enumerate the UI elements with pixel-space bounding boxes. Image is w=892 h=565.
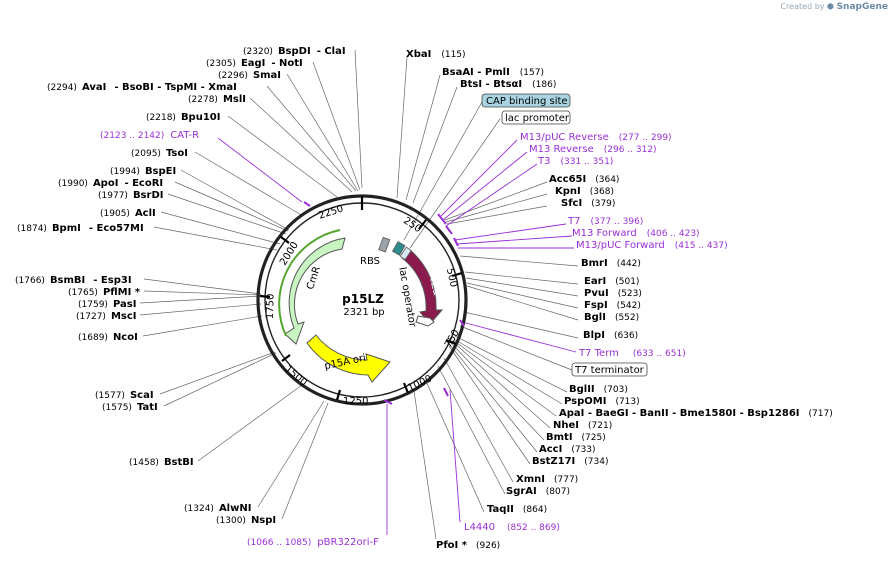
enzyme-label-bsaai[interactable]: BsaAI - PmlI(157) [442,67,544,78]
ruler-label-500: 500 [444,267,459,288]
t7-terminator-box[interactable] [571,362,648,377]
p15a-ori-arrow[interactable] [306,334,391,383]
enzyme-label-pflmi[interactable]: (1765)PflMI * [68,287,141,298]
enzyme-label-bpu10i[interactable]: (2218)Bpu10I [146,112,220,123]
enzyme-label-tsoi[interactable]: (2095)TsoI [131,148,188,159]
enzyme-label-taqii[interactable]: TaqII(864) [487,504,547,515]
enzyme-label-bspdi[interactable]: (2320)BspDI- ClaI [243,46,346,57]
lac-promoter-marker[interactable] [399,246,412,261]
credit-brand: SnapGene [836,2,888,12]
enzyme-label-smai[interactable]: (2296)SmaI [218,70,281,81]
feature-label-l4440[interactable]: L4440(852 .. 869) [464,522,560,533]
enzyme-label-acc65i[interactable]: Acc65I(364) [549,174,619,185]
left-enzyme-labels: (2320)BspDI- ClaI (2305)EagI- NotI (2296… [15,46,346,526]
enzyme-label-bgli[interactable]: BglI(552) [584,312,639,323]
plasmid-name: p15LZ [342,292,384,306]
feature-label-m13puc-forward[interactable]: M13/pUC Forward(415 .. 437) [576,240,728,251]
enzyme-label-bmri[interactable]: BmrI(442) [581,258,641,269]
enzyme-label-acli[interactable]: (1905)AclI [100,208,156,219]
enzyme-label-acci[interactable]: AccI(733) [539,444,596,455]
cap-site-marker[interactable] [391,241,406,256]
rbs-marker[interactable] [378,236,391,253]
primer-markers [303,201,465,405]
enzyme-label-eagi[interactable]: (2305)EagI- NotI [206,58,303,69]
lac-promoter-label: lac promoter [505,113,570,124]
enzyme-label-bglii[interactable]: BglII(703) [569,384,628,395]
enzyme-label-pfoi[interactable]: PfoI *(926) [436,540,500,551]
enzyme-label-nspi[interactable]: (1300)NspI [216,515,276,526]
feature-label-m13-reverse[interactable]: M13 Reverse(296 .. 312) [529,144,657,155]
boxed-feature-labels: CAP binding site lac promoter T7 termina… [481,93,648,377]
enzyme-label-ncoi[interactable]: (1689)NcoI [78,332,138,343]
enzyme-label-eari[interactable]: EarI(501) [584,276,639,287]
lac-promoter-box[interactable] [501,110,571,125]
plasmid-size: 2321 bp [343,307,384,318]
enzyme-label-scai[interactable]: (1577)ScaI [95,390,154,401]
feature-label-t7[interactable]: T7(377 .. 396) [567,216,643,227]
feature-label-t7-term[interactable]: T7 Term(633 .. 651) [578,348,686,359]
cmr-feature-arrow[interactable] [284,237,346,345]
enzyme-label-xmni[interactable]: XmnI(777) [516,474,578,485]
enzyme-label-apoi[interactable]: (1990)ApoI- EcoRI [58,178,163,189]
feature-label-m13-forward[interactable]: M13 Forward(406 .. 423) [572,228,700,239]
enzyme-label-pspomi[interactable]: PspOMI(713) [564,396,640,407]
feature-label-pbr322ori-f[interactable]: (1066 .. 1085)pBR322ori-F [247,537,379,548]
lac-operator-marker[interactable] [415,315,435,327]
enzyme-label-blpi[interactable]: BlpI(636) [583,330,638,341]
feature-label-cat-r[interactable]: (2123 .. 2142)CAT-R [100,130,199,141]
ruler-label-1750: 1750 [265,293,277,319]
snapgene-logo-icon: ⬢ [827,2,835,11]
enzyme-label-kpni[interactable]: KpnI(368) [555,186,614,197]
cmr-label: CmR [305,265,323,291]
ruler-label-1000: 1000 [406,373,434,394]
ruler-ticks [259,196,463,401]
ruler-label-250: 250 [401,215,423,235]
enzyme-label-nhei[interactable]: NheI(721) [553,420,612,431]
enzyme-label-btsi[interactable]: BtsI - BtsαI(186) [460,79,556,90]
ruler-label-2250: 2250 [317,203,345,221]
enzyme-label-xbai[interactable]: XbaI(115) [406,49,466,60]
enzyme-label-tati[interactable]: (1575)TatI [102,402,158,413]
left-connector-lines [139,49,363,520]
feature-connector-lines [217,137,577,535]
enzyme-label-bmti[interactable]: BmtI(725) [546,432,606,443]
enzyme-label-msci[interactable]: (1727)MscI [76,311,137,322]
enzyme-label-sgrai[interactable]: SgrAI(807) [506,486,570,497]
enzyme-label-avai[interactable]: (2294)AvaI- BsoBI - TspMI - XmaI [47,82,237,93]
cap-site-label: CAP binding site [486,96,568,107]
right-enzyme-labels: XbaI(115) BsaAI - PmlI(157) BtsI - BtsαI… [406,49,833,551]
ruler-label-1500: 1500 [282,364,309,389]
enzyme-label-bpmi[interactable]: (1874)BpmI- Eco57MI [17,223,144,234]
enzyme-label-msli[interactable]: (2278)MslI [188,94,246,105]
enzyme-label-sfci[interactable]: SfcI(379) [561,198,615,209]
left-feature-labels: (2123 .. 2142)CAT-R (1066 .. 1085)pBR322… [100,130,379,548]
right-connector-lines [396,56,579,540]
right-feature-labels: M13/pUC Reverse(277 .. 299) M13 Reverse(… [464,132,728,533]
enzyme-label-bsrdi[interactable]: (1977)BsrDI [98,190,163,201]
feature-label-m13puc-reverse[interactable]: M13/pUC Reverse(277 .. 299) [520,132,672,143]
enzyme-label-apai[interactable]: ApaI - BaeGI - BanII - Bme1580I - Bsp128… [559,408,833,419]
enzyme-label-fspi[interactable]: FspI(542) [584,300,641,311]
enzyme-label-alwni[interactable]: (1324)AlwNI [184,503,251,514]
credit-text: Created by [780,2,825,11]
enzyme-label-bspei[interactable]: (1994)BspEI [110,166,176,177]
rbs-label: RBS [360,256,380,267]
cap-site-box[interactable] [481,93,571,108]
cmr-outline-arc [278,229,341,337]
enzyme-label-pasi[interactable]: (1759)PasI [78,299,136,310]
snapgene-credit: Created by ⬢ SnapGene [780,2,888,12]
ruler-label-1250: 1250 [343,396,368,407]
enzyme-label-bstbi[interactable]: (1458)BstBI [129,457,194,468]
lac-operator-label: lac operator [396,266,418,328]
t7-terminator-label: T7 terminator [574,365,645,376]
enzyme-label-pvui[interactable]: PvuI(523) [584,288,642,299]
enzyme-label-bsmbi[interactable]: (1766)BsmBI- Esp3I [15,275,132,286]
enzyme-label-bstz17i[interactable]: BstZ17I(734) [532,456,608,467]
feature-label-t3[interactable]: T3(331 .. 351) [537,156,613,167]
